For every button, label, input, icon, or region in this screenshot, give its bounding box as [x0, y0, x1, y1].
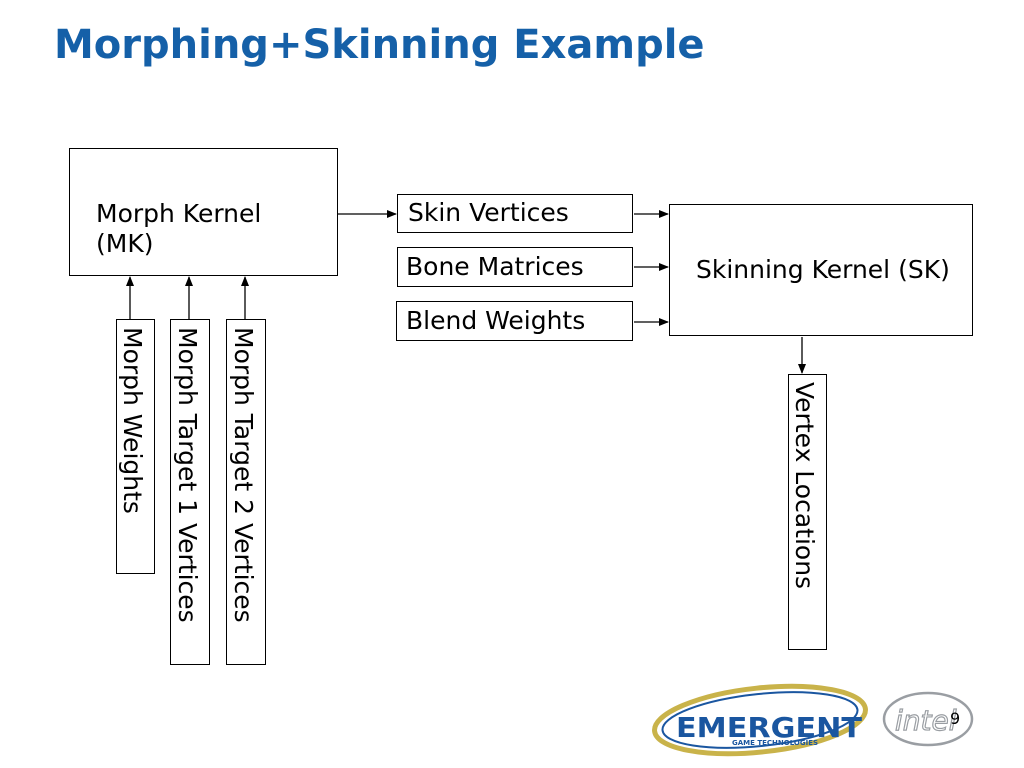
blend-weights-box: [396, 301, 633, 341]
intel-logo-wordmark: intel: [895, 704, 957, 737]
page-number: 9: [950, 709, 961, 728]
morph-target-1-label: Morph Target 1 Vertices: [173, 327, 202, 623]
morph-kernel-label-line1: Morph Kernel: [96, 199, 262, 228]
vertex-locations-label: Vertex Locations: [790, 382, 819, 590]
morph-kernel-box: [69, 148, 338, 276]
morph-kernel-label-line2: (MK): [96, 229, 154, 258]
morph-weights-box: [116, 319, 155, 574]
morph-weights-label: Morph Weights: [118, 327, 147, 514]
bone-matrices-box: [397, 247, 633, 287]
emergent-logo-wordmark: EMERGENT: [676, 711, 862, 744]
blend-weights-label: Blend Weights: [406, 306, 586, 335]
slide-title: Morphing+Skinning Example: [54, 22, 705, 68]
morph-target-2-box: [226, 319, 266, 665]
emergent-logo-tagline: GAME TECHNOLOGIES: [732, 739, 818, 747]
morph-target-2-label: Morph Target 2 Vertices: [229, 327, 258, 623]
intel-logo: intel: [882, 691, 974, 747]
vertex-locations-box: [788, 374, 827, 650]
emergent-logo: EMERGENT GAME TECHNOLOGIES: [652, 683, 868, 757]
skinning-kernel-box: [669, 204, 973, 336]
skinning-kernel-label: Skinning Kernel (SK): [696, 255, 950, 284]
morph-target-1-box: [170, 319, 210, 665]
skin-vertices-label: Skin Vertices: [408, 198, 569, 227]
skin-vertices-box: [397, 194, 633, 233]
bone-matrices-label: Bone Matrices: [406, 252, 584, 281]
